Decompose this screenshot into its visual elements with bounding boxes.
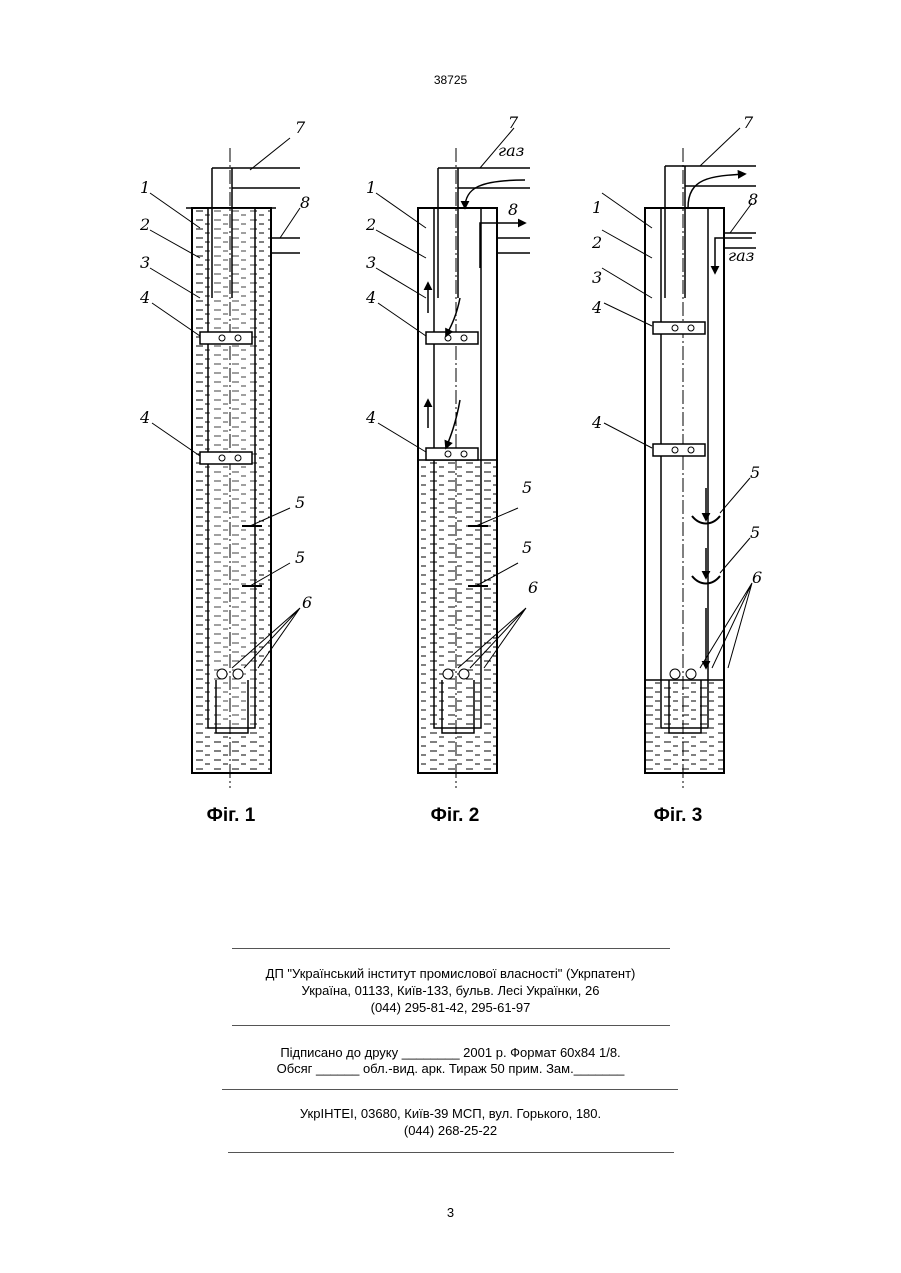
publisher-address: Україна, 01133, Київ-133, бульв. Лесі Ук… xyxy=(0,983,901,999)
part-label-5: 5 xyxy=(750,523,760,542)
part-label-6: 6 xyxy=(752,568,762,587)
part-label-6: 6 xyxy=(302,593,312,612)
part-label-3: 3 xyxy=(592,268,602,287)
part-label-4: 4 xyxy=(591,298,602,317)
part-label-2: 2 xyxy=(365,215,376,234)
divider xyxy=(228,1152,674,1153)
patent-figures: 1 2 3 4 4 5 5 6 7 8 1 2 3 4 4 5 5 6 7 8 … xyxy=(140,108,770,788)
part-label-4: 4 xyxy=(591,413,602,432)
part-label-3: 3 xyxy=(140,253,150,272)
document-number: 38725 xyxy=(0,73,901,87)
part-label-1: 1 xyxy=(140,178,150,197)
part-label-6: 6 xyxy=(528,578,538,597)
part-label-5: 5 xyxy=(522,538,532,557)
part-label-5: 5 xyxy=(522,478,532,497)
part-label-7: 7 xyxy=(295,118,306,137)
print-signed-info: Підписано до друку ________ 2001 р. Форм… xyxy=(0,1045,901,1061)
part-label-4: 4 xyxy=(365,408,376,427)
printer-phone: (044) 268-25-22 xyxy=(0,1123,901,1139)
print-volume-info: Обсяг ______ обл.-вид. арк. Тираж 50 при… xyxy=(0,1061,901,1077)
part-label-8: 8 xyxy=(508,200,518,219)
part-label-4: 4 xyxy=(365,288,376,307)
divider xyxy=(222,1089,678,1090)
gas-label: газ xyxy=(728,246,754,265)
figure-1-drawing xyxy=(150,138,300,788)
publisher-name: ДП "Український інститут промислової вла… xyxy=(0,966,901,982)
part-label-5: 5 xyxy=(295,493,305,512)
part-label-4: 4 xyxy=(140,288,150,307)
part-label-5: 5 xyxy=(295,548,305,567)
figure-2-drawing xyxy=(376,128,530,788)
figure-2-caption: Фіг. 2 xyxy=(395,805,515,827)
part-labels-figure-3: 1 2 3 4 4 5 5 6 7 8 газ xyxy=(591,113,762,587)
divider xyxy=(232,1025,670,1026)
part-label-7: 7 xyxy=(508,113,519,132)
part-label-1: 1 xyxy=(592,198,602,217)
page-number: 3 xyxy=(0,1205,901,1220)
part-label-2: 2 xyxy=(140,215,150,234)
part-label-5: 5 xyxy=(750,463,760,482)
printer-address: УкрІНТЕІ, 03680, Київ-39 МСП, вул. Горьк… xyxy=(0,1106,901,1122)
part-label-7: 7 xyxy=(743,113,754,132)
part-label-8: 8 xyxy=(300,193,310,212)
figure-3-caption: Фіг. 3 xyxy=(618,805,738,827)
part-label-4: 4 xyxy=(140,408,150,427)
part-label-2: 2 xyxy=(591,233,602,252)
part-label-8: 8 xyxy=(748,190,758,209)
figure-1-caption: Фіг. 1 xyxy=(171,805,291,827)
part-label-3: 3 xyxy=(366,253,376,272)
gas-label: газ xyxy=(498,141,524,160)
divider xyxy=(232,948,670,949)
part-label-1: 1 xyxy=(366,178,376,197)
publisher-phone: (044) 295-81-42, 295-61-97 xyxy=(0,1000,901,1016)
figure-3-drawing xyxy=(602,128,756,788)
